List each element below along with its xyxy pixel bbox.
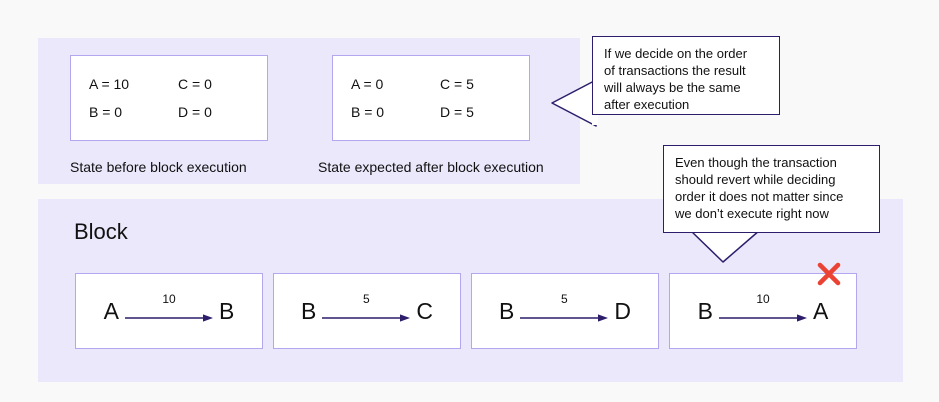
- transaction-from: B: [499, 297, 515, 324]
- state-cell-d: D = 5: [440, 104, 474, 120]
- state-cell-a: A = 10: [89, 76, 130, 92]
- transaction-to: D: [614, 297, 631, 324]
- revert-callout-text: Even though the transaction should rever…: [675, 155, 844, 221]
- transaction-to: A: [813, 297, 829, 324]
- transaction-to: C: [416, 297, 433, 324]
- transaction-amount: 10: [162, 292, 176, 306]
- arrow-right-icon: [719, 314, 807, 322]
- order-callout: If we decide on the order of transaction…: [592, 36, 780, 115]
- transaction-amount: 5: [363, 292, 370, 306]
- revert-x-icon: [817, 262, 841, 286]
- transaction-to: B: [219, 297, 235, 324]
- transaction-box: A 10 B: [75, 273, 263, 349]
- state-cell-b: B = 0: [351, 104, 385, 120]
- transaction-inner: B 5 D: [472, 274, 658, 348]
- transaction-box: B 5 C: [273, 273, 461, 349]
- arrow-right-icon: [322, 314, 411, 322]
- arrow-right-icon: [520, 314, 609, 322]
- state-caption-before: State before block execution: [70, 159, 247, 175]
- transaction-amount: 10: [756, 292, 770, 306]
- transaction-arrow-group: 5: [322, 292, 411, 326]
- state-box-after: A = 0 C = 5 B = 0 D = 5: [332, 55, 530, 141]
- order-callout-text: If we decide on the order of transaction…: [604, 46, 748, 112]
- state-box-before: A = 10 C = 0 B = 0 D = 0: [70, 55, 268, 141]
- transaction-box: B 10 A: [669, 273, 857, 349]
- transaction-from: B: [301, 297, 317, 324]
- transaction-box: B 5 D: [471, 273, 659, 349]
- block-title: Block: [74, 219, 128, 244]
- state-cell-b: B = 0: [89, 104, 123, 120]
- callout-tail-down-icon: [689, 225, 761, 263]
- transaction-amount: 5: [561, 292, 568, 306]
- state-cell-c: C = 5: [440, 76, 474, 92]
- arrow-right-icon: [125, 314, 213, 322]
- callout-tail-left-icon: [551, 79, 598, 127]
- transaction-arrow-group: 5: [520, 292, 609, 326]
- transaction-from: A: [103, 297, 119, 324]
- transaction-inner: A 10 B: [76, 274, 262, 348]
- state-cell-c: C = 0: [178, 76, 212, 92]
- state-cell-a: A = 0: [351, 76, 384, 92]
- state-caption-after: State expected after block execution: [318, 159, 544, 175]
- transaction-inner: B 5 C: [274, 274, 460, 348]
- state-grid-before: A = 10 C = 0 B = 0 D = 0: [71, 56, 267, 140]
- state-grid-after: A = 0 C = 5 B = 0 D = 5: [333, 56, 529, 140]
- transaction-from: B: [697, 297, 713, 324]
- state-cell-d: D = 0: [178, 104, 212, 120]
- transaction-arrow-group: 10: [125, 292, 213, 326]
- revert-callout: Even though the transaction should rever…: [663, 145, 880, 233]
- transaction-inner: B 10 A: [670, 274, 856, 348]
- transaction-arrow-group: 10: [719, 292, 807, 326]
